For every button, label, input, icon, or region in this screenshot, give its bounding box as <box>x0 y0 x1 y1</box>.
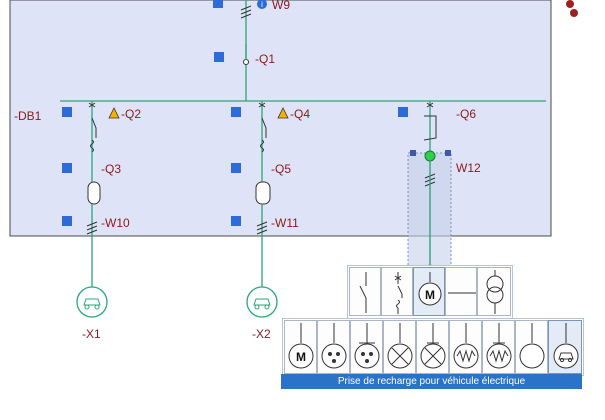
lamp-icon[interactable] <box>416 320 449 374</box>
contactor-label-q3: -Q3 <box>101 162 122 176</box>
generic-load-icon[interactable] <box>515 320 548 374</box>
motor-symbol-icon[interactable]: M <box>413 267 445 316</box>
motor-symbol-text: M <box>425 288 435 302</box>
branch-3[interactable] <box>407 101 452 271</box>
cable-label-w10: -W10 <box>101 216 130 230</box>
load-label-x1: -X1 <box>82 327 101 341</box>
document-icons[interactable] <box>62 0 408 226</box>
lamp-icon[interactable] <box>383 320 416 374</box>
svg-text:i: i <box>261 0 263 9</box>
motor-load-icon[interactable]: M <box>284 320 317 374</box>
ev-charger-load-x1[interactable] <box>76 286 108 318</box>
cable-label-w9: W9 <box>272 0 290 12</box>
breaker-label-q2: -Q2 <box>121 107 142 121</box>
connection-handle[interactable] <box>424 150 436 162</box>
load-label-x2: -X2 <box>252 327 271 341</box>
symbol-palette-row1: M <box>347 265 513 319</box>
main-feeder[interactable] <box>240 0 252 101</box>
ev-charger-icon[interactable] <box>548 320 582 374</box>
branch-1[interactable] <box>76 101 108 318</box>
cable-label-w11: -W11 <box>271 216 299 230</box>
ev-charger-load-x2[interactable] <box>246 286 278 318</box>
switch-fuse-symbol-icon[interactable] <box>381 267 413 316</box>
symbol-palette-row2: M <box>282 318 584 376</box>
line-symbol-icon[interactable] <box>445 267 477 316</box>
heater-icon[interactable] <box>449 320 482 374</box>
transformer-symbol-icon[interactable] <box>477 267 511 316</box>
socket-outlet-icon[interactable] <box>350 320 383 374</box>
motor-load-text: M <box>296 350 306 364</box>
contactor-label-q5: -Q5 <box>271 162 292 176</box>
breaker-label-q6: -Q6 <box>456 107 477 121</box>
palette-tooltip: Prise de recharge pour véhicule électriq… <box>281 374 582 389</box>
switch-symbol-icon[interactable] <box>349 267 381 316</box>
breaker-label-q4: -Q4 <box>290 107 311 121</box>
warning-icons <box>108 107 289 119</box>
info-icon[interactable] <box>257 0 267 9</box>
busbar-label: -DB1 <box>14 109 42 123</box>
heater-icon[interactable] <box>482 320 515 374</box>
socket-outlet-icon[interactable] <box>317 320 350 374</box>
branch-2[interactable] <box>246 101 278 318</box>
cable-label-w12: W12 <box>456 161 481 175</box>
breaker-label-q1: -Q1 <box>255 52 276 66</box>
